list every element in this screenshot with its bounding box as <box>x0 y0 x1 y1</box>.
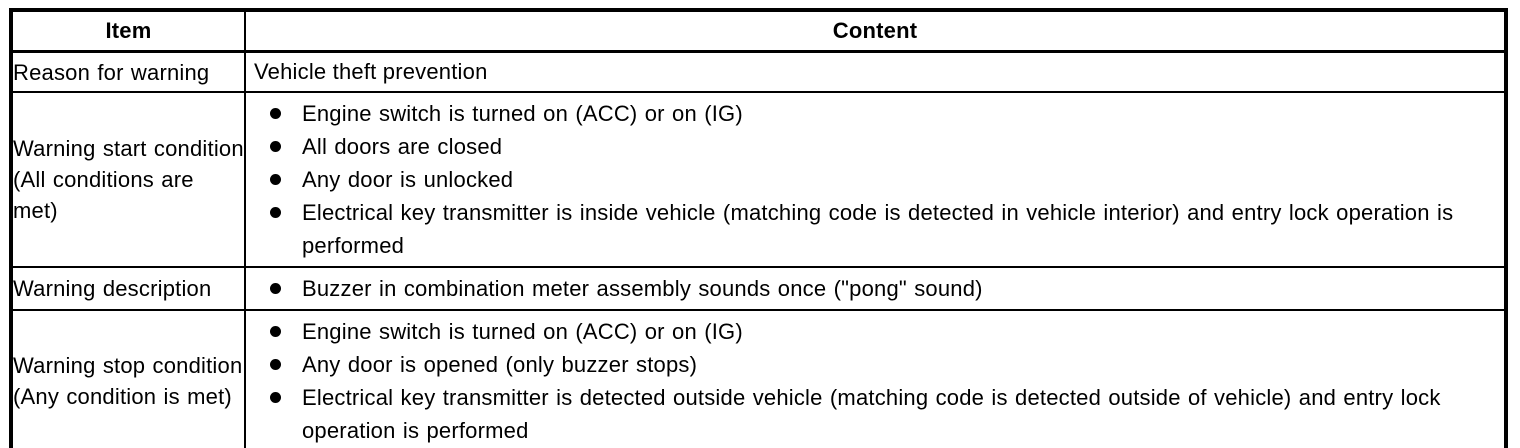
bullet-list: Buzzer in combination meter assembly sou… <box>247 269 1504 308</box>
bullet-list: Engine switch is turned on (ACC) or on (… <box>247 312 1504 448</box>
bullet-item: Engine switch is turned on (ACC) or on (… <box>247 97 1496 130</box>
content-cell: Engine switch is turned on (ACC) or on (… <box>244 309 1507 448</box>
bullet-item: Engine switch is turned on (ACC) or on (… <box>247 315 1496 348</box>
table-row-reason-for-warning: Reason for warning Vehicle theft prevent… <box>10 50 1507 93</box>
header-row: Item Content <box>10 9 1507 53</box>
bullet-text: Any door is unlocked <box>302 167 514 192</box>
item-cell: Warning description <box>10 266 246 311</box>
table-row-warning-start-condition: Warning start condition (All conditions … <box>10 91 1507 268</box>
bullet-icon <box>270 207 281 218</box>
bullet-icon <box>270 392 281 403</box>
bullet-icon <box>270 283 281 294</box>
bullet-icon <box>270 326 281 337</box>
bullet-icon <box>270 174 281 185</box>
bullet-item: Any door is unlocked <box>247 163 1496 196</box>
bullet-item: Electrical key transmitter is detected o… <box>247 381 1496 447</box>
column-header-content: Content <box>244 9 1507 53</box>
bullet-icon <box>270 359 281 370</box>
bullet-item: All doors are closed <box>247 130 1496 163</box>
item-cell: Warning start condition (All conditions … <box>10 91 246 268</box>
bullet-text: Buzzer in combination meter assembly sou… <box>302 276 983 301</box>
bullet-text: Electrical key transmitter is inside veh… <box>302 200 1454 258</box>
table-row-warning-stop-condition: Warning stop condition (Any condition is… <box>10 309 1507 448</box>
warning-spec-table: Item Content Reason for warning Vehicle … <box>9 8 1508 448</box>
bullet-text: All doors are closed <box>302 134 503 159</box>
item-cell: Warning stop condition (Any condition is… <box>10 309 246 448</box>
table-row-warning-description: Warning description Buzzer in combinatio… <box>10 266 1507 311</box>
content-text: Vehicle theft prevention <box>254 59 488 84</box>
content-cell: Vehicle theft prevention <box>244 50 1507 93</box>
bullet-item: Any door is opened (only buzzer stops) <box>247 348 1496 381</box>
content-cell: Buzzer in combination meter assembly sou… <box>244 266 1507 311</box>
bullet-icon <box>270 141 281 152</box>
bullet-item: Buzzer in combination meter assembly sou… <box>247 272 1496 305</box>
bullet-text: Engine switch is turned on (ACC) or on (… <box>302 319 743 344</box>
bullet-text: Engine switch is turned on (ACC) or on (… <box>302 101 743 126</box>
bullet-item: Electrical key transmitter is inside veh… <box>247 196 1496 262</box>
column-header-item: Item <box>10 9 246 53</box>
bullet-text: Electrical key transmitter is detected o… <box>302 385 1441 443</box>
item-cell: Reason for warning <box>10 50 246 93</box>
bullet-list: Engine switch is turned on (ACC) or on (… <box>247 94 1504 265</box>
content-cell: Engine switch is turned on (ACC) or on (… <box>244 91 1507 268</box>
bullet-icon <box>270 108 281 119</box>
bullet-text: Any door is opened (only buzzer stops) <box>302 352 698 377</box>
